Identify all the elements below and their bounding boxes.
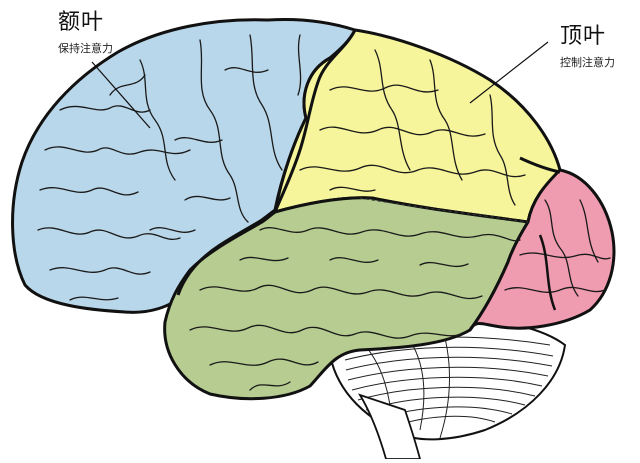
frontal-lobe-subtitle: 保持注意力 — [58, 42, 113, 55]
occipital-notch — [538, 234, 557, 311]
frontal-lobe-title: 额叶 — [58, 10, 105, 35]
lateral-sulcus — [176, 210, 276, 296]
frontal-leader-line — [91, 61, 151, 129]
dashed-boundary — [359, 197, 529, 223]
gyri-lines — [37, 34, 611, 391]
parietal-leader-line — [469, 41, 549, 104]
parietal-lobe-title: 顶叶 — [560, 24, 607, 49]
parietal-lobe-subtitle: 控制注意力 — [560, 56, 615, 69]
central-sulcus — [273, 29, 357, 213]
parieto-occipital-sulcus — [519, 156, 561, 174]
